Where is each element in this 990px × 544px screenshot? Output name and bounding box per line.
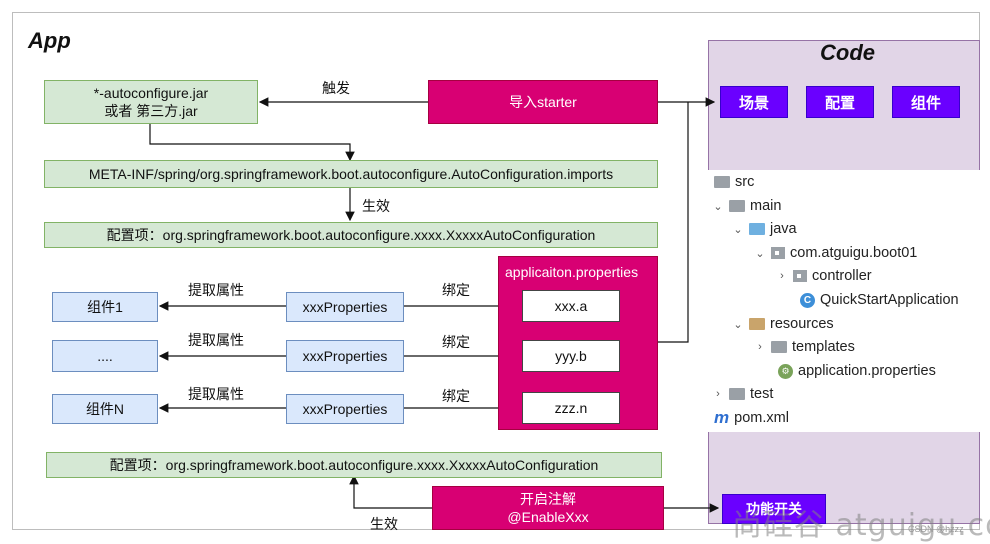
chevron-right-icon: › (780, 270, 784, 282)
tree-item-label: QuickStartApplication (820, 292, 959, 308)
source-folder-icon (749, 223, 765, 235)
watermark-small: CSDN @hzzz (908, 524, 964, 534)
effective-top-label: 生效 (362, 198, 390, 214)
tree-item-application-properties[interactable]: ⚙ application.properties (778, 363, 936, 379)
folder-icon (714, 176, 730, 188)
tree-item-label: main (750, 198, 782, 214)
chevron-down-icon: ⌄ (733, 318, 743, 331)
properties-box-3: xxxProperties (286, 394, 404, 424)
tree-item-test[interactable]: › test (712, 386, 773, 402)
folder-icon (771, 341, 787, 353)
tree-item-label: test (750, 386, 774, 402)
folder-icon (729, 388, 745, 400)
config-button[interactable]: 配置 (806, 86, 874, 118)
package-icon (793, 270, 807, 282)
chevron-right-icon: › (758, 341, 762, 353)
properties-file-icon: ⚙ (778, 363, 793, 379)
tree-item-main[interactable]: ⌄ main (712, 198, 781, 214)
chevron-down-icon: ⌄ (733, 223, 743, 236)
project-tree: src ⌄ main ⌄ java ⌄ com.atguigu.boot01 ›… (708, 170, 980, 432)
watermark: 尚硅谷 atguigu.com (732, 508, 990, 543)
tree-item-label: controller (812, 268, 872, 284)
code-title: Code (820, 40, 875, 65)
enable-annotation-box: 开启注解 @EnableXxx (432, 486, 664, 530)
component-box-3: 组件N (52, 394, 158, 424)
package-icon (771, 247, 785, 259)
effective-bottom-label: 生效 (370, 516, 398, 532)
tree-item-java[interactable]: ⌄ java (732, 221, 797, 237)
config-item-top-box: 配置项：org.springframework.boot.autoconfigu… (44, 222, 658, 248)
tree-item-label: application.properties (798, 363, 936, 379)
tree-item-templates[interactable]: › templates (754, 339, 855, 355)
config-item-bottom-box: 配置项：org.springframework.boot.autoconfigu… (46, 452, 662, 478)
tree-item-label: java (770, 221, 797, 237)
tree-item-label: resources (770, 316, 834, 332)
properties-box-1: xxxProperties (286, 292, 404, 322)
tree-item-label: src (735, 174, 755, 190)
maven-icon: m (714, 408, 730, 427)
tree-item-quickstart[interactable]: C QuickStartApplication (800, 292, 959, 308)
property-key-1: xxx.a (522, 290, 620, 322)
chevron-right-icon: › (716, 388, 720, 400)
tree-item-resources[interactable]: ⌄ resources (732, 316, 834, 332)
chevron-down-icon: ⌄ (713, 200, 723, 213)
autoconfigure-jar-box: *-autoconfigure.jar 或者 第三方.jar (44, 80, 258, 124)
component-box-1: 组件1 (52, 292, 158, 322)
bind-label-1: 绑定 (442, 282, 470, 298)
properties-to-code-line (658, 102, 689, 343)
tree-item-pom[interactable]: m pom.xml (714, 408, 789, 428)
properties-box-2: xxxProperties (286, 340, 404, 372)
tree-item-package[interactable]: ⌄ com.atguigu.boot01 (754, 245, 917, 261)
component-box-2: .... (52, 340, 158, 372)
property-key-2: yyy.b (522, 340, 620, 372)
imports-file-box: META-INF/spring/org.springframework.boot… (44, 160, 658, 188)
resources-folder-icon (749, 318, 765, 330)
tree-item-label: com.atguigu.boot01 (790, 245, 918, 261)
tree-item-label: pom.xml (734, 410, 789, 426)
trigger-label: 触发 (322, 80, 350, 96)
effective-bottom-arrow (349, 474, 432, 509)
folder-icon (729, 200, 745, 212)
properties-panel-title: applicaiton.properties (505, 264, 639, 280)
bind-label-2: 绑定 (442, 334, 470, 350)
jar-to-imports-arrow (149, 124, 355, 162)
app-title: App (28, 28, 71, 53)
feature-toggle-button[interactable]: 功能开关 (722, 494, 826, 524)
extract-label-1: 提取属性 (188, 282, 244, 298)
tree-item-src[interactable]: src (714, 174, 754, 190)
spring-class-icon: C (800, 292, 815, 308)
extract-label-2: 提取属性 (188, 332, 244, 348)
scene-button[interactable]: 场景 (720, 86, 788, 118)
extract-label-3: 提取属性 (188, 386, 244, 402)
tree-item-controller[interactable]: › controller (776, 268, 872, 284)
import-starter-box: 导入starter (428, 80, 658, 124)
property-key-3: zzz.n (522, 392, 620, 424)
chevron-down-icon: ⌄ (755, 247, 765, 260)
tree-item-label: templates (792, 339, 855, 355)
component-button[interactable]: 组件 (892, 86, 960, 118)
bind-label-3: 绑定 (442, 388, 470, 404)
